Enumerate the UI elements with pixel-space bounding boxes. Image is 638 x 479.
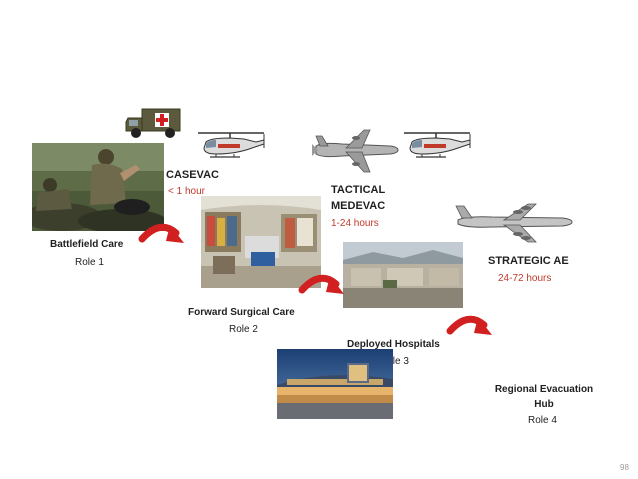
curved-arrow-icon bbox=[298, 270, 348, 300]
jet-transport-icon bbox=[452, 200, 576, 246]
tactical-title: TACTICAL bbox=[331, 184, 386, 196]
medevac-title: MEDEVAC bbox=[331, 200, 386, 212]
helicopter-icon bbox=[196, 130, 270, 162]
curved-arrow-icon bbox=[138, 219, 188, 249]
deployed-hospitals-photo bbox=[343, 242, 463, 308]
role-1-label: Role 1 bbox=[75, 257, 104, 268]
role-3-label: Role 3 bbox=[380, 356, 409, 367]
ambulance-icon bbox=[124, 106, 184, 140]
casevac-title: CASEVAC bbox=[166, 169, 219, 181]
role-4-label: Role 4 bbox=[528, 415, 557, 426]
regional-title-line-1: Regional Evacuation bbox=[494, 384, 594, 395]
regional-title-line-2: Hub bbox=[534, 399, 554, 410]
battlefield-care-photo bbox=[32, 143, 164, 231]
tactical-medevac-time: 1-24 hours bbox=[331, 218, 379, 229]
cargo-plane-icon bbox=[312, 128, 402, 174]
role-2-label: Role 2 bbox=[229, 324, 258, 335]
helicopter-icon bbox=[402, 130, 476, 162]
page-number: 98 bbox=[620, 463, 629, 472]
regional-evacuation-hub-photo bbox=[277, 349, 393, 419]
curved-arrow-icon bbox=[446, 311, 496, 341]
casevac-time: < 1 hour bbox=[168, 186, 205, 197]
regional-evacuation-hub-title: Regional Evacuation Hub bbox=[488, 382, 600, 412]
strategic-ae-title: STRATEGIC AE bbox=[488, 255, 569, 267]
forward-surgical-care-photo bbox=[201, 196, 321, 288]
strategic-ae-time: 24-72 hours bbox=[498, 273, 552, 284]
forward-surgical-care-title: Forward Surgical Care bbox=[188, 307, 295, 318]
battlefield-care-title: Battlefield Care bbox=[50, 239, 124, 250]
deployed-hospitals-title: Deployed Hospitals bbox=[347, 339, 440, 350]
